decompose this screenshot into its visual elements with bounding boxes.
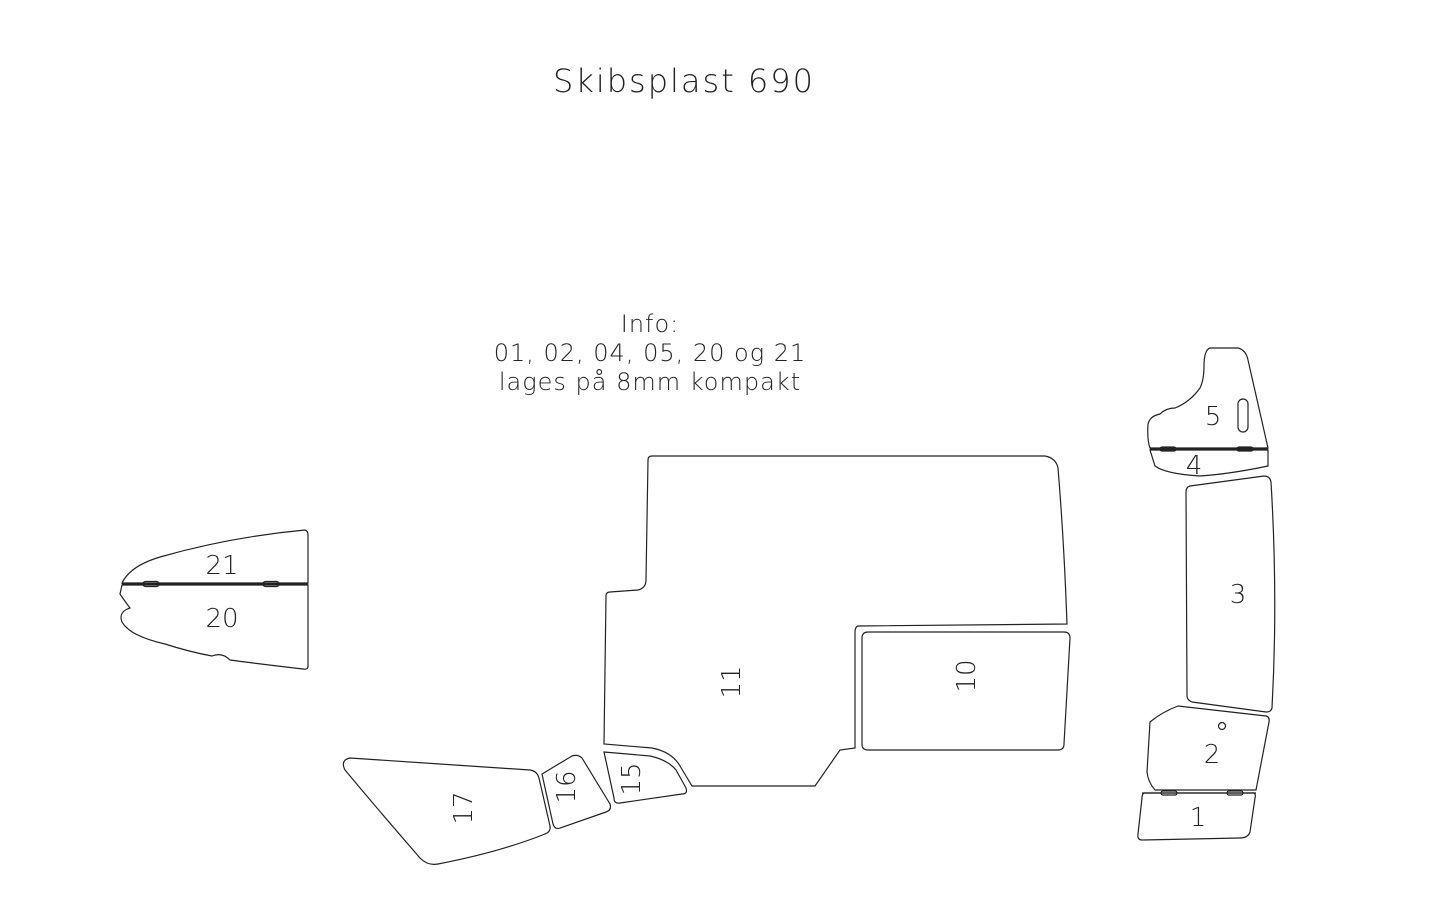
- part-17-label: 17: [449, 791, 479, 824]
- part-20-outline[interactable]: [119, 584, 309, 670]
- part-20-21-tab-left: [142, 580, 160, 588]
- info-line-1: 01, 02, 04, 05, 20 og 21: [493, 339, 807, 367]
- part-1-outline[interactable]: [1137, 792, 1256, 841]
- part-4-5-tab-left: [1159, 446, 1177, 452]
- part-5-outline[interactable]: [1147, 347, 1269, 449]
- part-21-label: 21: [205, 551, 238, 581]
- part-4-outline[interactable]: [1149, 449, 1269, 477]
- part-3-outline[interactable]: [1185, 475, 1276, 713]
- part-16-label: 16: [552, 770, 582, 803]
- part-16-outline[interactable]: [541, 754, 612, 830]
- part-1-2-tab-right: [1226, 790, 1244, 796]
- part-10-label: 10: [952, 659, 982, 692]
- part-21-outline[interactable]: [121, 529, 309, 584]
- part-2-outline[interactable]: [1146, 705, 1270, 791]
- part-15-outline[interactable]: [603, 751, 688, 804]
- info-note: Info: 01, 02, 04, 05, 20 og 21 lages på …: [440, 310, 860, 397]
- part-10-outline[interactable]: [861, 631, 1071, 751]
- part-4-label: 4: [1186, 451, 1203, 481]
- part-1-label: 1: [1190, 803, 1207, 833]
- part-4-5-tab-right: [1236, 446, 1254, 452]
- part-17-outline[interactable]: [342, 757, 551, 865]
- part-11-outline[interactable]: [603, 455, 1068, 787]
- part-11-label: 11: [717, 665, 747, 698]
- part-5-slot: [1237, 398, 1249, 433]
- info-line-2: lages på 8mm kompakt: [498, 368, 802, 396]
- part-20-label: 20: [205, 604, 238, 634]
- drawing-title: Skibsplast 690: [553, 62, 815, 100]
- part-20-21-tab-right: [262, 580, 280, 588]
- part-15-label: 15: [617, 762, 647, 795]
- part-2-hole: [1217, 721, 1227, 731]
- part-2-label: 2: [1204, 740, 1221, 770]
- part-1-2-tab-left: [1160, 790, 1178, 796]
- part-5-label: 5: [1205, 402, 1222, 432]
- info-heading: Info:: [620, 310, 680, 338]
- part-3-label: 3: [1230, 580, 1247, 610]
